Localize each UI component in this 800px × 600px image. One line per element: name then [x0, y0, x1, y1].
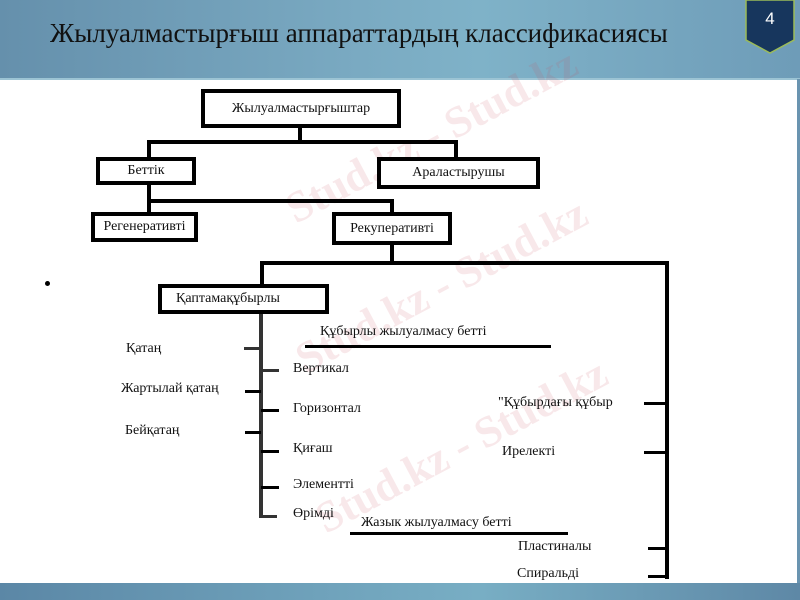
label-rigid: Қатаң [126, 341, 162, 356]
connector-line [147, 199, 394, 203]
tick-line [644, 451, 666, 454]
slide-header [0, 0, 800, 79]
node-mixing: Араластырушы [377, 157, 540, 189]
slide-right-edge [797, 79, 800, 583]
label-braided: Өрімді [293, 506, 334, 521]
node-heat-exchangers: Жылуалмастырғыштар [201, 89, 401, 128]
tick-line [245, 431, 261, 434]
node-recuperative: Рекуперативті [332, 212, 452, 245]
node-shell-tube: Қаптамақұбырлы [158, 284, 329, 314]
connector-line [454, 140, 458, 159]
tick-line [261, 515, 277, 518]
slide-footer [0, 583, 800, 600]
underline [305, 345, 551, 348]
tick-line [644, 402, 666, 405]
label-plate: Пластиналы [518, 539, 592, 554]
page-number: 4 [765, 9, 775, 28]
tick-line [648, 547, 666, 550]
node-surface: Беттік [96, 157, 196, 185]
label-spiral: Спиральді [517, 566, 580, 581]
tick-line [244, 347, 261, 350]
connector-line [260, 261, 669, 265]
header-divider [0, 78, 800, 80]
tick-line [261, 369, 279, 372]
tick-line [261, 409, 279, 412]
tick-line [648, 575, 666, 578]
connector-line [260, 261, 264, 286]
page-badge-icon [745, 0, 795, 54]
node-regenerative: Регенеративті [91, 212, 198, 242]
tick-line [261, 486, 279, 489]
label-elemental: Элементті [293, 477, 354, 492]
label-tube-surface: Құбырлы жылуалмасу беттi [320, 324, 487, 339]
connector-line [390, 199, 394, 214]
label-horizontal: Горизонтал [293, 401, 361, 416]
tick-line [245, 390, 261, 393]
label-vertical: Вертикал [293, 361, 349, 376]
connector-line [147, 140, 151, 159]
label-semi-rigid: Жартылай қатаң [121, 381, 219, 396]
label-coil: Ирелекті [502, 444, 556, 459]
right-spine-line [665, 261, 669, 579]
bullet-point [45, 281, 50, 286]
label-non-rigid: Бейқатаң [125, 423, 180, 438]
main-spine-line [259, 313, 263, 518]
slide-title: Жылуалмастырғыш аппараттардың классифика… [50, 18, 668, 48]
underline [350, 532, 568, 535]
tick-line [261, 450, 279, 453]
label-pipe-in-pipe: "Құбырдағы құбыр [498, 395, 613, 410]
label-inclined: Қиғаш [293, 441, 333, 456]
connector-line [390, 244, 394, 264]
label-plate-surface: Жазык жылуалмасу беттi [361, 515, 512, 530]
connector-line [298, 127, 302, 143]
connector-line [147, 140, 458, 144]
